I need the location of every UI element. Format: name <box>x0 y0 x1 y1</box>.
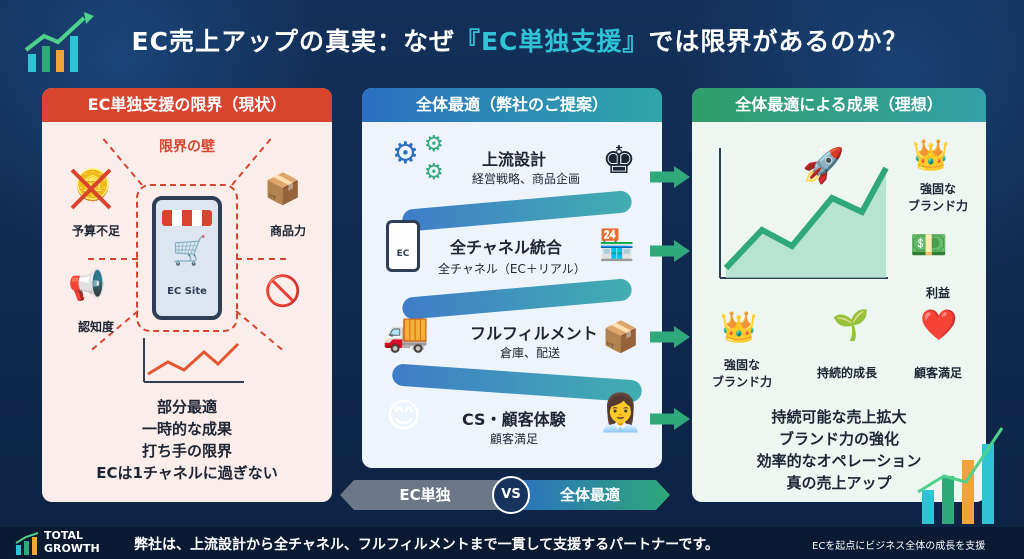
truck-icon: 🚚 <box>382 310 430 354</box>
flow-band <box>401 190 633 232</box>
cs-title: CS・顧客体験 <box>462 410 566 429</box>
crown-icon: 👑 <box>912 138 950 173</box>
crown-icon: 👑 <box>720 310 758 345</box>
omnichannel-title: 全チャネル統合 <box>450 238 562 257</box>
arrow-right-icon <box>650 326 690 348</box>
money-icon: 💵 <box>910 228 948 263</box>
ec-site-label: EC Site <box>167 286 207 297</box>
satisfaction-label: 顧客満足 <box>913 366 962 380</box>
upstream-subtitle: 経営戦略、商品企画 <box>472 172 581 186</box>
fulfillment-title: フルフィルメント <box>470 324 598 343</box>
cross-icon <box>68 166 114 212</box>
gears-icon: ⚙ <box>392 136 419 171</box>
growth-chart-icon <box>24 12 94 72</box>
dashed-line <box>88 258 138 260</box>
growth-bars-icon <box>719 148 889 279</box>
ec-only-label: EC単独 <box>340 480 510 510</box>
flow-band <box>401 278 633 320</box>
total-optimization-label: 全体最適 <box>510 480 670 510</box>
ideal-state-summary: 持続可能な売上拡大 ブランド力の強化 効率的なオペレーション 真の売上アップ <box>756 408 922 492</box>
package-icon: 📦 <box>602 320 640 355</box>
proposal-panel: 全体最適（弊社のご提案） ⚙ ⚙ ⚙ 上流設計 経営戦略、商品企画 ♚ EC 全… <box>362 88 662 468</box>
upstream-title: 上流設計 <box>482 150 547 169</box>
gear-icon: ⚙ <box>424 132 444 157</box>
page-title: EC売上アップの真実：なぜ『EC単独支援』では限界があるのか？ <box>131 27 909 56</box>
blocked-megaphone-icon: 🚫 <box>264 274 302 309</box>
wall-frame <box>136 184 238 332</box>
current-state-header: EC単独支援の限界（現状） <box>42 88 332 122</box>
vs-badge: VS <box>492 476 530 514</box>
mobile-ec-icon: EC <box>386 220 420 272</box>
box-icon: 📦 <box>264 172 302 207</box>
operator-icon: 👩‍💼 <box>598 393 643 434</box>
megaphone-icon: 📢 <box>68 268 106 303</box>
comparison-bar: EC単独 全体最適 VS <box>340 476 670 514</box>
awareness-label: 認知度 <box>77 320 114 334</box>
ec-site-phone: 🛒 EC Site <box>152 196 222 320</box>
growth-bars-icon <box>917 427 1004 524</box>
brand-label-top: 強固なブランド力 <box>907 182 968 213</box>
smiley-icon: 😊 <box>386 396 422 436</box>
arrow-right-icon <box>650 408 690 430</box>
flat-growth-chart-icon <box>143 338 244 383</box>
arrow-right-icon <box>650 240 690 262</box>
footer-message: 弊社は、上流設計から全チャネル、フルフィルメントまで一貫して支援するパートナーで… <box>134 537 719 553</box>
heart-icon: ❤️ <box>920 308 958 343</box>
footer-note: ECを起点にビジネス全体の成長を支援 <box>812 541 986 552</box>
rocket-icon: 🚀 <box>802 146 845 186</box>
store-icon: 🏪 <box>598 228 636 263</box>
cs-subtitle: 顧客満足 <box>490 432 539 446</box>
money-tree-icon: 🌱 <box>832 308 870 343</box>
gear-icon: ⚙ <box>424 160 444 185</box>
profit-label: 利益 <box>925 286 950 300</box>
ideal-state-panel: 全体最適による成果（理想） 🚀 👑 強固なブランド力 💵 利益 👑 強固なブラン… <box>692 88 986 502</box>
wall-label: 限界の壁 <box>159 139 215 155</box>
budget-label: 予算不足 <box>71 224 120 238</box>
chess-king-icon: ♚ <box>602 138 637 182</box>
brand-label-bottom: 強固なブランド力 <box>711 358 772 389</box>
dashed-line <box>236 258 286 260</box>
arrow-right-icon <box>650 166 690 188</box>
omnichannel-subtitle: 全チャネル（EC＋リアル） <box>438 262 586 276</box>
store-awning <box>162 210 212 226</box>
cart-icon: 🛒 <box>172 234 207 267</box>
sustainable-growth-label: 持続的成長 <box>816 366 877 380</box>
product-label: 商品力 <box>269 224 306 238</box>
fulfillment-subtitle: 倉庫、配送 <box>500 346 561 360</box>
ideal-state-header: 全体最適による成果（理想） <box>692 88 986 122</box>
total-growth-logo-icon <box>15 532 39 555</box>
current-state-summary: 部分最適 一時的な成果 打ち手の限界 ECは1チャネルに過ぎない <box>96 398 278 482</box>
proposal-header: 全体最適（弊社のご提案） <box>362 88 662 122</box>
current-state-panel: EC単独支援の限界（現状） 限界の壁 🛒 EC Site 🪙 予算不足 📦 商品… <box>42 88 332 502</box>
